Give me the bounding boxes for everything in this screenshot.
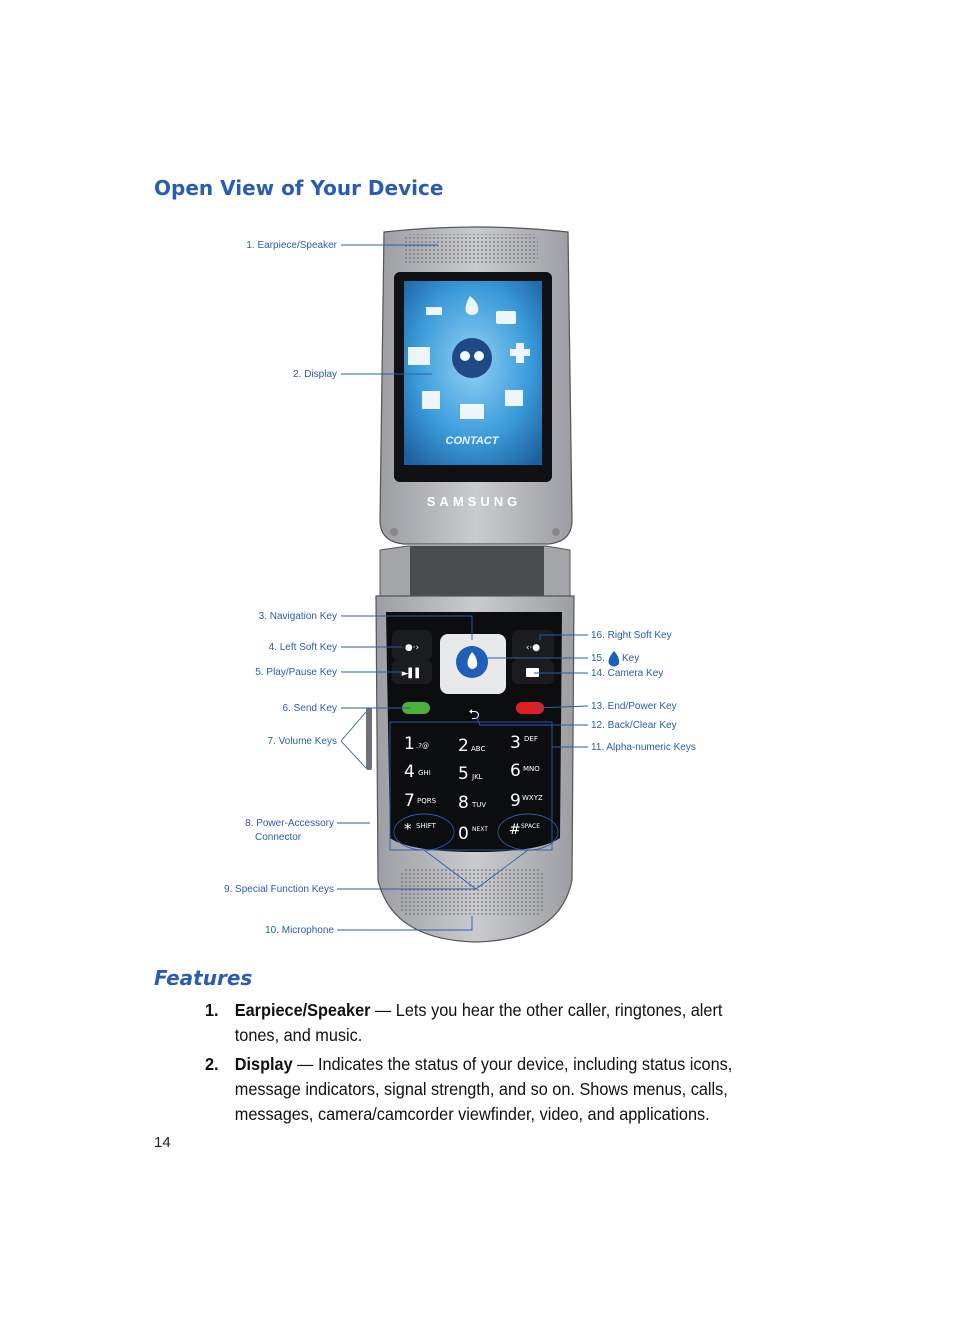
earpiece-speaker <box>404 234 538 264</box>
label-flame-key: Key <box>622 653 639 664</box>
svg-text:*: * <box>404 820 412 838</box>
feature-description: — Indicates the status of your device, i… <box>234 1054 733 1124</box>
label-microphone: 10. Microphone <box>265 925 334 936</box>
label-right-soft: 16. Right Soft Key <box>591 630 672 641</box>
callout-labels: 1. Earpiece/Speaker 2. Display 3. Naviga… <box>224 240 696 936</box>
right-soft-key <box>512 630 554 660</box>
label-left-soft: 4. Left Soft Key <box>269 642 337 653</box>
label-connector: Connector <box>255 832 302 843</box>
feature-item: 2. Display — Indicates the status of you… <box>205 1052 744 1127</box>
screen-label: CONTACT <box>446 435 500 447</box>
phone-upper-flip: CONTACT SAMSUNG <box>379 226 573 545</box>
svg-text:DEF: DEF <box>524 735 538 743</box>
label-end-power: 13. End/Power Key <box>591 701 677 712</box>
flame-icon <box>608 651 620 667</box>
svg-text:►▌▌: ►▌▌ <box>402 667 423 679</box>
feature-number: 1. <box>205 1000 219 1020</box>
key-hash: #SPACE <box>509 822 540 838</box>
svg-text:4: 4 <box>404 762 415 782</box>
callout-lines <box>337 244 589 931</box>
label-play-pause: 5. Play/Pause Key <box>255 667 337 678</box>
svg-text:GHI: GHI <box>418 769 431 777</box>
page-number: 14 <box>154 1134 171 1151</box>
label-volume: 7. Volume Keys <box>268 736 337 747</box>
feature-term: Earpiece/Speaker <box>234 1000 371 1020</box>
label-power-accessory: 8. Power-Accessory <box>245 818 334 829</box>
svg-text:0: 0 <box>458 824 469 844</box>
label-camera: 14. Camera Key <box>591 668 663 679</box>
svg-text:9: 9 <box>510 791 521 811</box>
phone-hinge <box>379 545 571 597</box>
features-heading: Features <box>154 966 253 990</box>
label-special-function: 9. Special Function Keys <box>224 884 334 895</box>
phone-keys: ●·› ►▌▌ ‹·● ⮌ <box>392 630 554 723</box>
label-alphanumeric: 11. Alpha-numeric Keys <box>591 742 696 753</box>
svg-text:ABC: ABC <box>471 745 485 753</box>
play-pause-key <box>392 660 432 684</box>
feature-description: — Lets you hear the other caller, ringto… <box>234 1000 723 1045</box>
svg-text:#: # <box>509 822 521 838</box>
label-display: 2. Display <box>293 369 337 380</box>
back-clear-key: ⮌ <box>468 707 479 723</box>
svg-text:NEXT: NEXT <box>472 826 488 833</box>
features-list: 1. Earpiece/Speaker — Lets you hear the … <box>205 998 744 1131</box>
label-send: 6. Send Key <box>283 703 337 714</box>
key-star: * SHIFT <box>404 820 437 838</box>
left-soft-key <box>392 630 432 660</box>
svg-text:7: 7 <box>404 791 415 811</box>
svg-text:TUV: TUV <box>471 801 486 809</box>
svg-text:●·›: ●·› <box>405 643 419 653</box>
brand-logo: SAMSUNG <box>427 494 521 509</box>
svg-text:WXYZ: WXYZ <box>522 794 543 802</box>
svg-text:MNO: MNO <box>523 765 540 773</box>
screen-menu-icons <box>408 296 530 419</box>
label-flame-num: 15. <box>591 653 605 664</box>
feature-item: 1. Earpiece/Speaker — Lets you hear the … <box>205 998 744 1048</box>
microphone-grill <box>400 868 544 916</box>
svg-text:JKL: JKL <box>471 773 483 781</box>
svg-text:.?@: .?@ <box>416 742 429 750</box>
send-key <box>402 702 430 714</box>
end-power-key <box>516 702 544 714</box>
feature-term: Display <box>234 1054 293 1074</box>
svg-text:3: 3 <box>510 733 521 753</box>
label-earpiece: 1. Earpiece/Speaker <box>246 240 337 251</box>
svg-text:SPACE: SPACE <box>521 823 540 830</box>
page-heading: Open View of Your Device <box>154 176 444 200</box>
svg-text:SHIFT: SHIFT <box>416 822 437 830</box>
svg-text:8: 8 <box>458 793 469 813</box>
svg-text:5: 5 <box>458 764 469 784</box>
label-navigation: 3. Navigation Key <box>259 611 337 622</box>
svg-text:2: 2 <box>458 736 469 756</box>
label-back-clear: 12. Back/Clear Key <box>591 720 677 731</box>
feature-number: 2. <box>205 1054 219 1074</box>
svg-text:1: 1 <box>404 734 415 754</box>
svg-text:‹·●: ‹·● <box>526 643 540 653</box>
svg-text:PQRS: PQRS <box>417 797 437 805</box>
svg-text:6: 6 <box>510 761 521 781</box>
key-1: 1.?@ <box>404 734 429 754</box>
